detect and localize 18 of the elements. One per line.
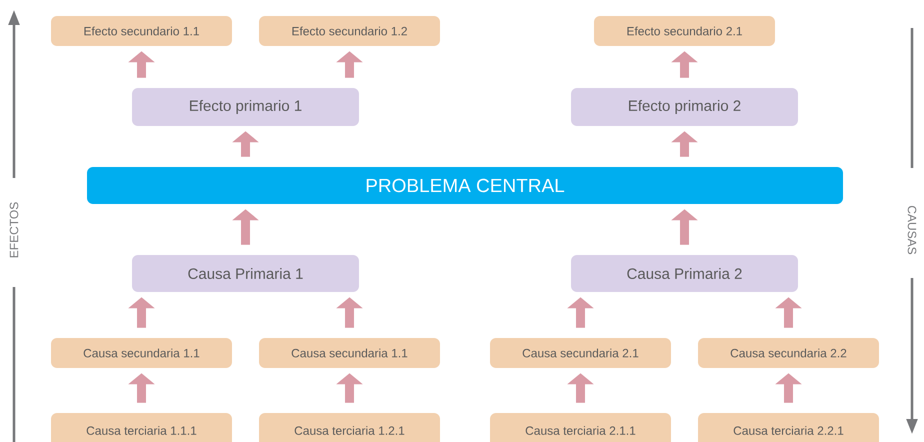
axis-label: CAUSAS xyxy=(906,203,918,257)
secondary-box: Causa secundaria 2.2 xyxy=(698,338,879,368)
secondary-box: Causa secundaria 2.1 xyxy=(490,338,671,368)
secondary-box: Efecto secundario 1.1 xyxy=(51,16,232,46)
secondary-box: Causa terciaria 2.2.1 xyxy=(698,413,879,442)
primary-box: Efecto primario 1 xyxy=(132,88,359,126)
secondary-box: Causa secundaria 1.1 xyxy=(259,338,440,368)
secondary-box: Efecto secundario 2.1 xyxy=(594,16,775,46)
secondary-box: Causa terciaria 1.2.1 xyxy=(259,413,440,442)
secondary-box: Causa terciaria 2.1.1 xyxy=(490,413,671,442)
secondary-box: Causa terciaria 1.1.1 xyxy=(51,413,232,442)
secondary-box: Causa secundaria 1.1 xyxy=(51,338,232,368)
central-problem-bar: PROBLEMA CENTRAL xyxy=(87,167,843,204)
axis-label: EFECTOS xyxy=(8,200,20,260)
primary-box: Causa Primaria 2 xyxy=(571,255,798,292)
secondary-box: Efecto secundario 1.2 xyxy=(259,16,440,46)
primary-box: Causa Primaria 1 xyxy=(132,255,359,292)
primary-box: Efecto primario 2 xyxy=(571,88,798,126)
